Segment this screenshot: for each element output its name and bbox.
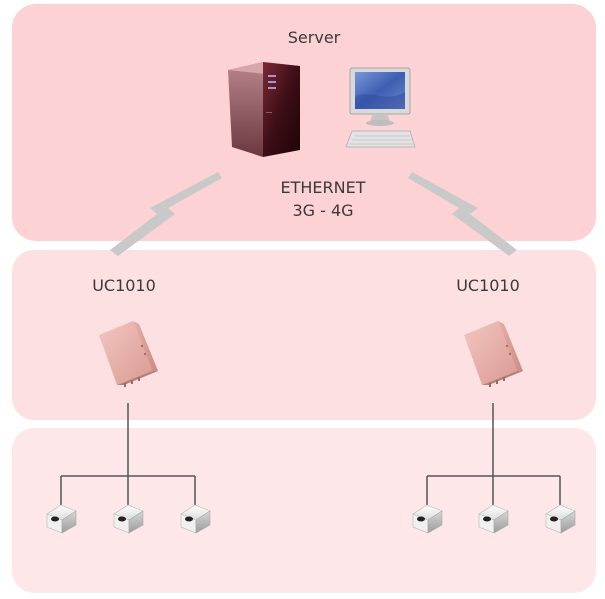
actuator-device-icon: [412, 504, 443, 534]
actuator-device-icon: [478, 504, 509, 534]
actuator-device-icon: [180, 504, 211, 534]
server-band: [12, 4, 596, 241]
server-tower-icon: [228, 62, 300, 157]
controller-band: [12, 250, 596, 420]
controller-box-icon: [464, 321, 523, 387]
controller-label-left: UC1010: [92, 276, 156, 295]
device-band: [12, 428, 596, 593]
actuator-device-icon: [113, 504, 144, 534]
wiring-right: [426, 403, 561, 505]
server-title: Server: [288, 28, 341, 47]
actuator-device-icon: [46, 504, 77, 534]
link-type-line1: ETHERNET: [281, 178, 366, 197]
wireless-link-right-icon: [408, 172, 517, 256]
wiring-left: [60, 403, 196, 505]
desktop-computer-icon: [345, 67, 416, 148]
link-type-line2: 3G - 4G: [292, 201, 353, 220]
wireless-link-left-icon: [110, 172, 222, 256]
controller-box-icon: [99, 321, 158, 387]
actuator-device-icon: [545, 504, 576, 534]
controller-label-right: UC1010: [456, 276, 520, 295]
